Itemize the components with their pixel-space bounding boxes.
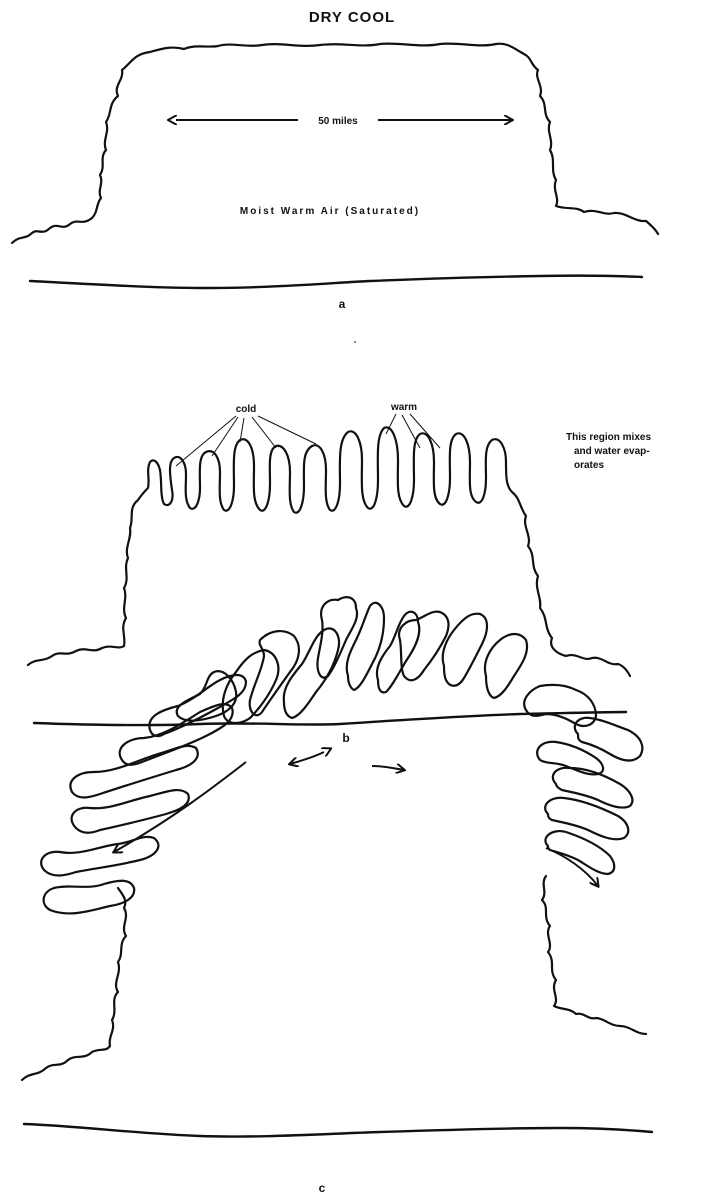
cloud-finger-c-14 bbox=[399, 612, 448, 681]
panel-a: DRY COOL 50 miles Moist Warm Air (Satura… bbox=[12, 9, 658, 342]
motion-arrow-double bbox=[290, 752, 324, 764]
mixing-note-line-3: orates bbox=[574, 460, 604, 471]
warm-label: warm bbox=[390, 402, 417, 413]
cold-leader-1 bbox=[176, 416, 236, 466]
ground-line-b bbox=[34, 712, 626, 725]
cold-label: cold bbox=[236, 404, 257, 415]
cold-leader-4 bbox=[252, 417, 276, 448]
ground-line-a bbox=[30, 276, 642, 288]
cloud-finger-c-2 bbox=[41, 837, 158, 876]
cloud-body-c-right bbox=[542, 876, 646, 1034]
mixing-note: This region mixes and water evap- orates bbox=[566, 432, 651, 471]
cloud-finger-c-16 bbox=[485, 634, 527, 698]
width-label: 50 miles bbox=[318, 116, 358, 127]
motion-arrow-top-right bbox=[372, 766, 404, 770]
panel-letter-b: b bbox=[342, 731, 349, 745]
moist-warm-air-label: Moist Warm Air (Saturated) bbox=[240, 206, 420, 217]
cloud-finger-c-18 bbox=[575, 718, 643, 761]
cloud-finger-c-17 bbox=[524, 685, 596, 726]
cloud-finger-c-9 bbox=[250, 631, 299, 715]
cloud-finger-c-12 bbox=[347, 603, 384, 690]
panel-letter-c: c bbox=[319, 1181, 326, 1195]
cloud-finger-c-11 bbox=[317, 597, 357, 677]
panel-c: c bbox=[22, 597, 652, 1195]
dry-cool-label: DRY COOL bbox=[309, 9, 395, 26]
mixing-note-line-1: This region mixes bbox=[566, 432, 651, 443]
motion-arrow-left bbox=[114, 762, 246, 852]
ground-line-c bbox=[24, 1124, 652, 1137]
panel-letter-a: a bbox=[339, 297, 346, 311]
cloud-finger-c-1 bbox=[44, 881, 135, 914]
cold-callout: cold bbox=[176, 404, 316, 466]
panel-b: cold warm This region mixes and water ev… bbox=[28, 402, 651, 745]
warm-leader-2 bbox=[402, 415, 420, 448]
cold-leader-5 bbox=[258, 416, 316, 444]
cloud-body-c bbox=[22, 888, 126, 1080]
cloud-finger-c-20 bbox=[545, 798, 628, 840]
width-arrow: 50 miles bbox=[176, 116, 512, 127]
warm-callout: warm bbox=[386, 402, 440, 448]
cloud-outline-b bbox=[28, 427, 630, 676]
mixing-note-line-2: and water evap- bbox=[574, 446, 650, 457]
